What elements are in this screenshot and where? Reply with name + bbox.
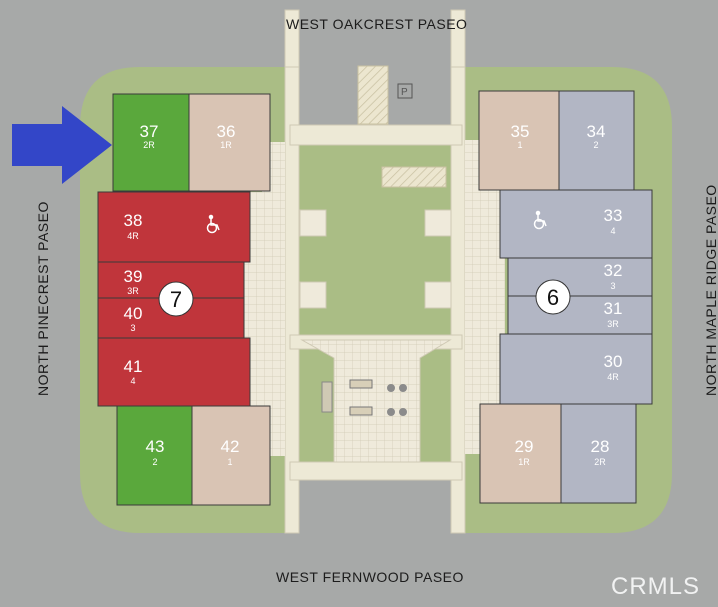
unit-number: 43 <box>146 437 165 456</box>
pad-1 <box>299 209 327 237</box>
unit-number: 41 <box>124 357 143 376</box>
unit-plan-type: 1 <box>227 457 232 467</box>
walkway-north <box>289 124 463 146</box>
unit-number: 38 <box>124 211 143 230</box>
walkway-south <box>289 461 463 481</box>
building-7-marker: 7 <box>158 281 194 317</box>
unit-number: 33 <box>604 206 623 225</box>
unit-32[interactable]: 323 <box>507 257 653 297</box>
unit-footprint[interactable] <box>499 189 653 259</box>
porch-bldg6 <box>465 190 505 404</box>
pad-4 <box>424 281 452 309</box>
unit-42[interactable]: 421 <box>191 405 271 506</box>
unit-34[interactable]: 342 <box>558 90 635 191</box>
plaza <box>300 339 452 463</box>
unit-number: 28 <box>591 437 610 456</box>
unit-number: 34 <box>587 122 606 141</box>
unit-footprint[interactable] <box>558 90 635 191</box>
unit-footprint[interactable] <box>116 405 193 506</box>
unit-43[interactable]: 432 <box>116 405 193 506</box>
street-label-south: WEST FERNWOOD PASEO <box>276 569 464 585</box>
unit-41[interactable]: 414 <box>97 337 251 407</box>
unit-number: 42 <box>221 437 240 456</box>
unit-number: 29 <box>515 437 534 456</box>
pad-3 <box>299 281 327 309</box>
unit-plan-type: 4 <box>130 376 135 386</box>
unit-plan-type: 3 <box>130 323 135 333</box>
pad-2 <box>424 209 452 237</box>
unit-plan-type: 2R <box>594 457 606 467</box>
unit-footprint[interactable] <box>97 191 251 263</box>
unit-plan-type: 3R <box>607 319 619 329</box>
unit-plan-type: 1 <box>517 140 522 150</box>
unit-footprint[interactable] <box>499 333 653 405</box>
unit-footprint[interactable] <box>560 403 637 504</box>
unit-plan-type: 1R <box>220 140 232 150</box>
unit-plan-type: 2 <box>593 140 598 150</box>
street-label-east: NORTH MAPLE RIDGE PASEO <box>703 184 718 396</box>
unit-footprint[interactable] <box>112 93 190 192</box>
wheelchair-icon <box>533 210 547 230</box>
unit-footprint[interactable] <box>507 295 653 335</box>
unit-number: 36 <box>217 122 236 141</box>
unit-number: 35 <box>511 122 530 141</box>
parking-icon: P <box>397 83 413 99</box>
street-label-north: WEST OAKCREST PASEO <box>286 16 468 32</box>
unit-plan-type: 2 <box>152 457 157 467</box>
unit-number: 31 <box>604 299 623 318</box>
table-2 <box>349 406 373 416</box>
svg-text:P: P <box>401 87 408 98</box>
walkway-north-stub-2 <box>450 9 466 68</box>
table-1 <box>349 379 373 389</box>
unit-plan-type: 4 <box>610 226 615 236</box>
walkway-north-stub <box>284 9 300 68</box>
building-number: 6 <box>547 285 559 310</box>
unit-plan-type: 1R <box>518 457 530 467</box>
unit-footprint[interactable] <box>478 90 560 191</box>
planter-north <box>381 166 447 188</box>
unit-footprint[interactable] <box>97 337 251 407</box>
unit-number: 40 <box>124 304 143 323</box>
unit-plan-type: 3R <box>127 286 139 296</box>
parking-stall <box>357 65 389 125</box>
unit-number: 37 <box>140 122 159 141</box>
unit-footprint[interactable] <box>191 405 271 506</box>
unit-plan-type: 4R <box>127 231 139 241</box>
grill-station <box>321 381 333 413</box>
street-label-west: NORTH PINECREST PASEO <box>35 201 51 396</box>
unit-footprint[interactable] <box>188 93 271 192</box>
watermark: CRMLS <box>610 573 700 600</box>
unit-35[interactable]: 351 <box>478 90 560 191</box>
porch-bldg7 <box>244 192 285 406</box>
unit-footprint[interactable] <box>507 257 653 297</box>
blue-arrow-icon <box>12 106 112 184</box>
unit-plan-type: 2R <box>143 140 155 150</box>
unit-plan-type: 3 <box>610 281 615 291</box>
building-number: 7 <box>170 287 182 312</box>
unit-plan-type: 4R <box>607 372 619 382</box>
unit-33[interactable]: 334 <box>499 189 653 259</box>
seating-group <box>387 384 407 416</box>
building-6-marker: 6 <box>535 279 571 315</box>
unit-number: 30 <box>604 352 623 371</box>
wheelchair-icon <box>206 214 220 234</box>
unit-number: 39 <box>124 267 143 286</box>
unit-footprint[interactable] <box>479 403 562 504</box>
unit-number: 32 <box>604 261 623 280</box>
